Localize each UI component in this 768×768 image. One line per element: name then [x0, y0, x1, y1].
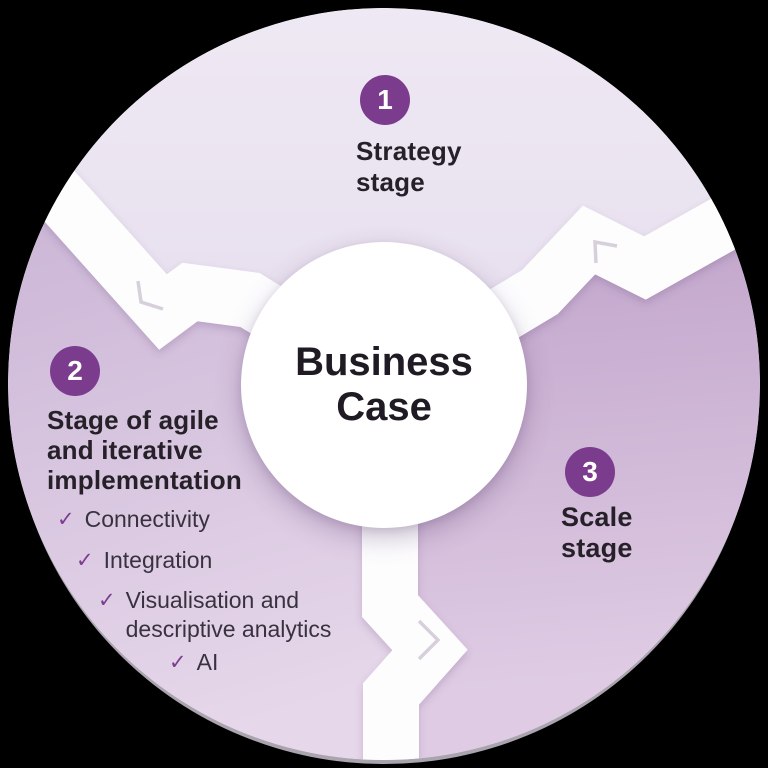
stage-3-number-badge: 3: [565, 447, 615, 497]
stage-2-number-badge: 2: [50, 346, 100, 396]
flow-chevron-icon-3-1: [593, 239, 618, 264]
stage-1-number-badge: 1: [360, 75, 410, 125]
list-item-label: Connectivity: [84, 506, 210, 532]
flow-chevron-icon-2-3: [417, 619, 441, 661]
list-item: ✓ AI: [169, 648, 218, 677]
list-item: ✓ Visualisation and descriptive analytic…: [98, 586, 382, 644]
center-circle: Business Case: [241, 242, 527, 528]
check-icon: ✓: [98, 588, 116, 612]
stage-2-title: Stage of agile and iterative implementat…: [47, 405, 242, 495]
stage-3-title: Scale stage: [561, 502, 633, 563]
center-title: Business Case: [295, 340, 473, 429]
check-icon: ✓: [169, 650, 187, 674]
list-item-label: Visualisation and descriptive analytics: [125, 587, 332, 642]
check-icon: ✓: [57, 507, 75, 531]
stage-1-title: Strategy stage: [356, 136, 462, 197]
flow-chevron-icon-1-2: [136, 280, 164, 311]
check-icon: ✓: [76, 548, 94, 572]
list-item: ✓ Integration: [76, 546, 212, 575]
list-item-label: Integration: [103, 547, 213, 573]
list-item-label: AI: [196, 649, 219, 675]
list-item: ✓ Connectivity: [57, 505, 210, 534]
